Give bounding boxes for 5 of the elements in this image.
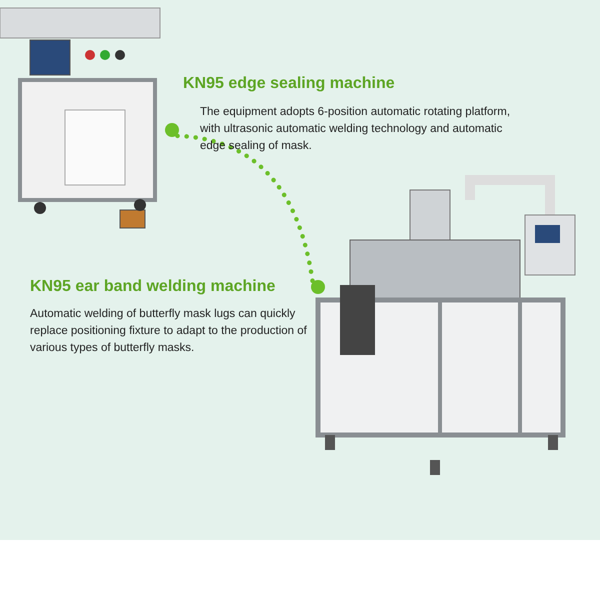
machine-title: KN95 ear band welding machine xyxy=(30,278,276,296)
description-text: Automatic welding of butterfly mask lugs can quickly replace positioning fixture to adapt to the production of various types of butterfly masks. xyxy=(30,307,308,356)
description-text: The equipment adopts 6-position automatic rotating platform, with ultrasonic automatic welding technology and automatic edge sealing of mask. xyxy=(200,105,512,154)
machine-title: KN95 edge sealing machine xyxy=(183,75,395,93)
dotted-connector xyxy=(175,134,315,284)
